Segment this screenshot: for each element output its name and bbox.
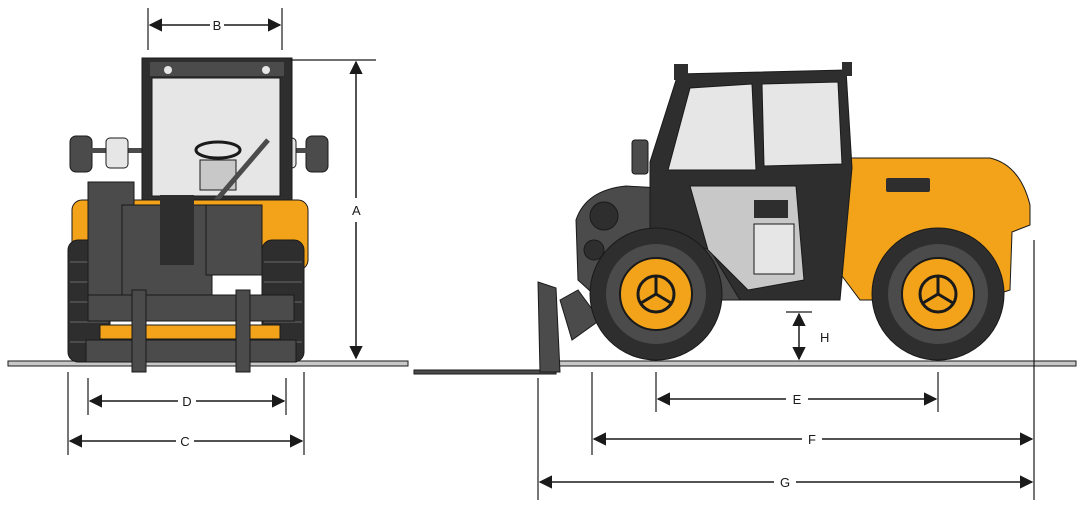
dim-label-c: C [180,434,189,449]
dim-label-f: F [808,432,816,447]
front-view-machine [67,57,329,373]
dimension-lines [67,8,1035,500]
dim-label-h: H [820,330,829,345]
dim-label-g: G [780,475,790,490]
dim-label-a: A [352,203,361,218]
front-wheel [589,227,723,361]
dim-label-e: E [793,392,802,407]
rear-wheel [871,227,1005,361]
side-view-machine [413,62,1031,375]
dim-label-d: D [182,394,191,409]
dim-label-b: B [213,18,222,33]
